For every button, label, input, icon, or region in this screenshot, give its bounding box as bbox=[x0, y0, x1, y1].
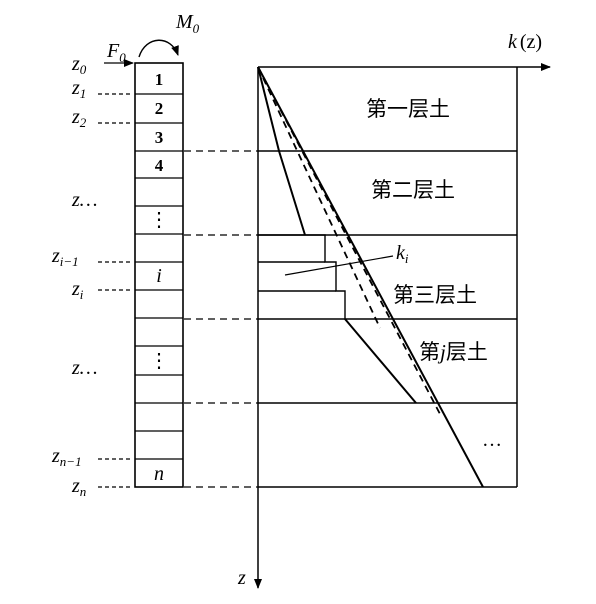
segment-ellipsis: ⋮ bbox=[149, 209, 169, 231]
segment-label: 1 bbox=[155, 70, 164, 89]
segment-label-i: i bbox=[156, 265, 162, 287]
layer-name: 第二层土 bbox=[371, 178, 455, 202]
layer-name: 第三层土 bbox=[393, 283, 477, 307]
segment-label-n: n bbox=[154, 463, 164, 485]
pile-dividers bbox=[135, 93, 183, 460]
layer-name: 第一层土 bbox=[366, 97, 450, 121]
moment-m-label: M0 bbox=[175, 11, 200, 36]
depth-label: zn bbox=[71, 475, 86, 499]
depth-labels: z0 z1 z2 z… zi−1 zi z… zn−1 zn bbox=[51, 53, 98, 499]
depth-label: z… bbox=[71, 357, 98, 379]
layer-name: 第j层土 bbox=[419, 340, 488, 364]
ki-leader bbox=[284, 255, 394, 276]
segment-ellipsis: ⋮ bbox=[149, 350, 169, 372]
pile-loads: F0 M0 bbox=[104, 11, 200, 67]
layer-connectors bbox=[184, 150, 258, 488]
pile-outline bbox=[134, 62, 184, 488]
profile-axes: k(z) z bbox=[237, 31, 551, 589]
layer-name: … bbox=[482, 429, 502, 451]
layer-names: 第一层土 第二层土 第三层土 第j层土 … bbox=[366, 97, 502, 451]
depth-ticks bbox=[98, 93, 133, 488]
depth-label: z2 bbox=[71, 106, 87, 130]
ki-label: ki bbox=[396, 242, 409, 266]
depth-label: z1 bbox=[71, 77, 86, 101]
layer3-steps bbox=[258, 234, 346, 319]
pile-column: 1 2 3 4 ⋮ i ⋮ n bbox=[134, 62, 184, 488]
depth-label: zi bbox=[71, 278, 84, 302]
load-f-label: F0 bbox=[106, 40, 126, 65]
k-profile-lines bbox=[257, 66, 484, 488]
depth-label: z0 bbox=[71, 53, 87, 77]
segment-label: 2 bbox=[155, 99, 164, 118]
segment-label: 3 bbox=[155, 128, 164, 147]
depth-label: zi−1 bbox=[51, 245, 79, 269]
soil-layers bbox=[258, 67, 518, 488]
moment-arrow bbox=[138, 39, 179, 58]
depth-label: z… bbox=[71, 189, 98, 211]
pile-segment-labels: 1 2 3 4 ⋮ i ⋮ n bbox=[149, 70, 169, 485]
z-axis-label: z bbox=[237, 567, 246, 589]
segment-label: 4 bbox=[155, 156, 164, 175]
k-dashed-lines bbox=[257, 66, 441, 415]
k-axis-label: k(z) bbox=[508, 31, 542, 53]
depth-label: zn−1 bbox=[51, 445, 82, 469]
